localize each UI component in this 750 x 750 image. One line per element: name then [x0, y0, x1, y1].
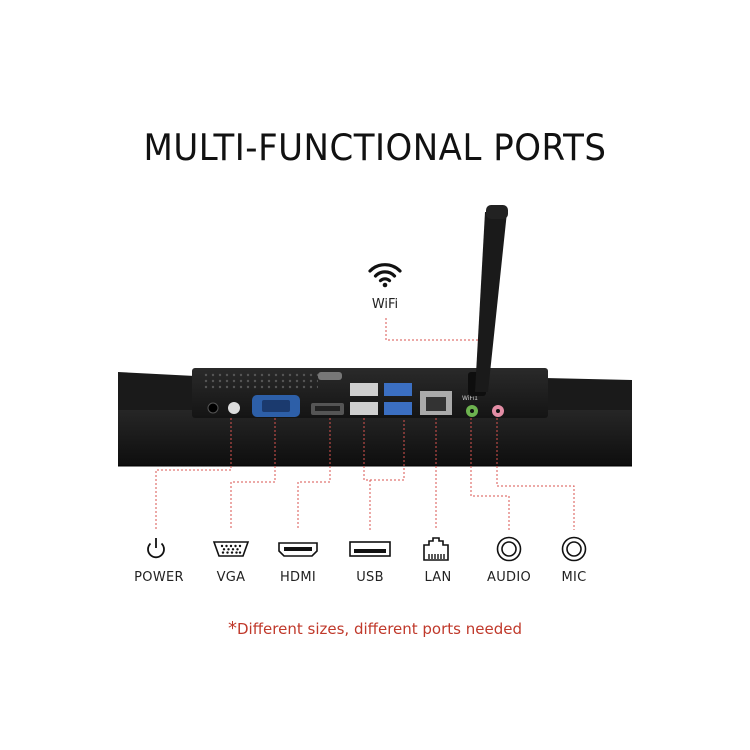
port-label-power: POWER: [134, 570, 184, 585]
port-power: [118, 535, 194, 563]
port-label-lan: LAN: [424, 570, 452, 585]
port-label-mic: MIC: [561, 570, 587, 585]
vga-port-icon: [212, 541, 250, 557]
port-audio: [471, 535, 547, 563]
leader-lines: [155, 318, 575, 530]
hdmi-port-icon: [278, 542, 318, 557]
monitor-body: [118, 372, 632, 467]
port-label-hdmi: HDMI: [279, 570, 317, 585]
port-usb: [332, 535, 408, 563]
port-lan: [398, 535, 474, 563]
footnote: *Different sizes, different ports needed: [0, 618, 750, 639]
footnote-text: Different sizes, different ports needed: [237, 620, 522, 638]
mic-jack-icon: [561, 536, 587, 562]
port-label-usb: USB: [356, 570, 384, 585]
port-vga: [193, 535, 269, 563]
port-hdmi: [260, 535, 336, 563]
port-mic: [536, 535, 612, 563]
wifi-label: WiFi: [371, 297, 399, 312]
audio-jack-icon: [496, 536, 522, 562]
port-panel: WiFi1: [192, 368, 548, 418]
asterisk: *: [228, 618, 237, 639]
power-icon: [147, 538, 165, 559]
port-label-audio: AUDIO: [487, 570, 531, 585]
lan-port-icon: [423, 537, 449, 561]
antenna: [468, 205, 508, 396]
page-title: MULTI-FUNCTIONAL PORTS: [143, 126, 607, 170]
usb-port-icon: [349, 541, 391, 557]
wifi-port-label: WiFi1: [462, 395, 478, 402]
wifi-icon: [368, 263, 402, 288]
port-label-vga: VGA: [216, 570, 246, 585]
